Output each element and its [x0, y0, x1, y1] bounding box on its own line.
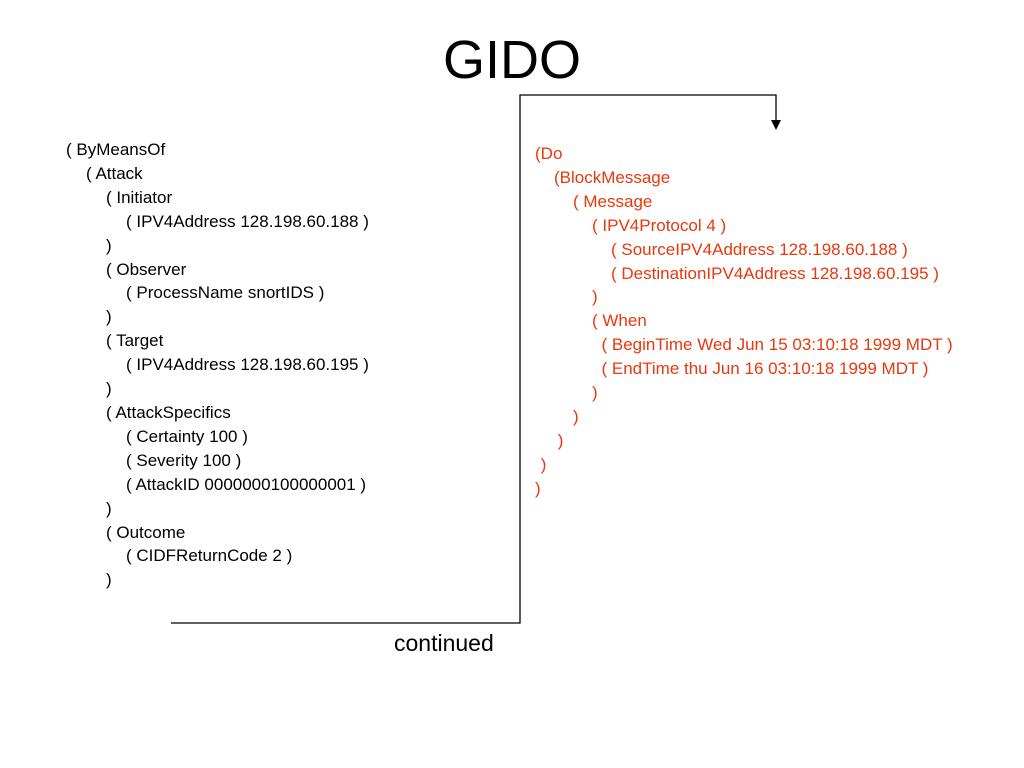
- code-line: ( ProcessName snortIDS ): [126, 283, 325, 303]
- code-line: ( Attack: [86, 163, 143, 183]
- code-line: ): [535, 478, 541, 498]
- code-line: ( Certainty 100 ): [126, 426, 248, 446]
- code-line: ( When: [592, 311, 647, 331]
- left-code-block: ( ByMeansOf ( Attack ( Initiator ( IPV4Addr…: [66, 138, 369, 592]
- code-line: ( Outcome: [106, 522, 186, 542]
- continued-caption: continued: [394, 630, 494, 656]
- code-line: ): [106, 235, 112, 255]
- connector-arrowhead-icon: [771, 120, 781, 130]
- code-line: ( IPV4Protocol 4 ): [592, 215, 727, 235]
- code-line: ): [557, 430, 564, 450]
- code-line: ): [106, 379, 112, 399]
- code-line: ( SourceIPV4Address 128.198.60.188 ): [611, 239, 908, 259]
- code-line: ( Initiator: [106, 187, 173, 207]
- code-line: ( Target: [106, 331, 164, 351]
- connector-line: [171, 94, 777, 624]
- code-line: ): [592, 383, 598, 403]
- code-line: ): [540, 454, 547, 474]
- code-line: ): [106, 307, 112, 327]
- code-line: (BlockMessage: [554, 167, 671, 187]
- code-line: ): [592, 287, 598, 307]
- code-line: (Do: [535, 144, 563, 163]
- code-line: ( CIDFReturnCode 2 ): [126, 546, 293, 566]
- code-line: ): [106, 570, 112, 590]
- code-line: ( DestinationIPV4Address 128.198.60.195 …: [611, 263, 939, 283]
- right-code-block: (Do (BlockMessage ( Message ( IPV4Protocol …: [535, 142, 953, 501]
- slide-title: GIDO: [442, 30, 581, 90]
- code-line: ): [573, 406, 579, 426]
- code-line: ( IPV4Address 128.198.60.188 ): [126, 211, 369, 231]
- code-line: ( Observer: [106, 259, 187, 279]
- code-line: ): [106, 498, 112, 518]
- code-line: ( BeginTime Wed Jun 15 03:10:18 1999 MDT…: [601, 335, 953, 355]
- code-line: ( EndTime thu Jun 16 03:10:18 1999 MDT ): [601, 359, 929, 379]
- code-line: ( ByMeansOf: [66, 140, 166, 159]
- code-line: ( Message: [573, 191, 653, 211]
- code-line: ( AttackSpecifics: [106, 402, 231, 422]
- code-line: ( Severity 100 ): [126, 450, 242, 470]
- code-line: ( AttackID 0000000100000001 ): [126, 474, 367, 494]
- code-line: ( IPV4Address 128.198.60.195 ): [126, 355, 369, 375]
